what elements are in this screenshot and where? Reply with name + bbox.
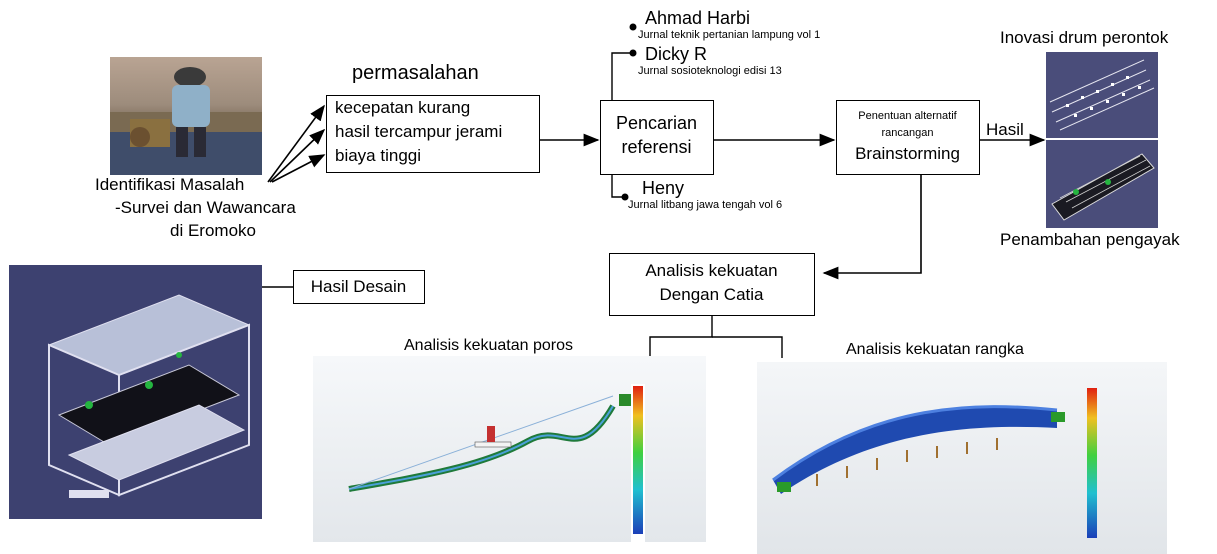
- ref-ahmad-source: Jurnal teknik pertanian lampung vol 1: [638, 29, 821, 41]
- identification-line-2: -Survei dan Wawancara: [115, 198, 296, 217]
- shaft-analysis-caption: Analisis kekuatan poros: [404, 337, 573, 354]
- problems-box: kecepatan kurang hasil tercampur jerami …: [326, 95, 540, 173]
- branch-ref-bottom: [611, 175, 624, 198]
- frame-analysis-caption: Analisis kekuatan rangka: [846, 341, 1024, 358]
- references-line-1: Pencarian: [615, 113, 698, 133]
- frame-stress-render: [757, 362, 1167, 554]
- problem-item-1: kecepatan kurang: [335, 98, 471, 117]
- result-bottom-caption: Penambahan pengayak: [1000, 230, 1180, 249]
- analysis-line-2: Dengan Catia: [659, 285, 764, 304]
- ref-ahmad-name: Ahmad Harbi: [645, 8, 751, 28]
- references-line-2: referensi: [621, 137, 692, 157]
- arrow-to-problem-3: [271, 154, 326, 183]
- branch-ref-top: [611, 52, 632, 100]
- design-cad-drawing: [47, 294, 251, 498]
- ref-dicky-source: Jurnal sosioteknologi edisi 13: [638, 65, 782, 77]
- identification-line-1: Identifikasi Masalah: [95, 175, 245, 194]
- shaft-stress-render: [313, 356, 706, 542]
- sieve-drawing: [1051, 153, 1155, 221]
- design-label: Hasil Desain: [310, 277, 407, 296]
- problem-item-3: biaya tinggi: [335, 146, 422, 165]
- alternatives-line-1: Penentuan alternatif: [858, 110, 957, 122]
- survey-photo-drawing: [110, 67, 262, 175]
- alternatives-box: Penentuan alternatif rancangan Brainstor…: [836, 100, 980, 175]
- alternatives-line-3: Brainstorming: [855, 144, 960, 163]
- arrow-to-problem-1: [267, 104, 325, 183]
- design-label-box: Hasil Desain: [293, 270, 425, 304]
- analysis-box: Analisis kekuatan Dengan Catia: [609, 253, 815, 316]
- design-cad-render: [9, 265, 262, 519]
- result-top-caption: Inovasi drum perontok: [1000, 28, 1169, 47]
- ref-heny-name: Heny: [642, 178, 685, 198]
- ref-dicky-name: Dicky R: [645, 44, 707, 64]
- identification-line-3: di Eromoko: [170, 221, 256, 240]
- alternatives-line-2: rancangan: [881, 127, 934, 139]
- branch-analysis-right: [712, 336, 783, 358]
- sieve-render: [1046, 140, 1158, 228]
- frame-stress-drawing: [772, 388, 1097, 538]
- arrow-to-analysis: [822, 175, 922, 280]
- references-box: Pencarian referensi: [600, 100, 714, 175]
- branch-analysis-left: [649, 316, 713, 356]
- ref-dot-ahmad: [629, 23, 637, 31]
- ref-dot-heny: [621, 193, 629, 201]
- problems-title: permasalahan: [352, 62, 479, 84]
- ref-heny-source: Jurnal litbang jawa tengah vol 6: [628, 199, 783, 211]
- ref-dot-dicky: [629, 49, 637, 57]
- analysis-line-1: Analisis kekuatan: [645, 261, 778, 280]
- drum-thresher-drawing: [1049, 59, 1155, 131]
- survey-photo: [110, 57, 262, 175]
- result-label: Hasil: [986, 120, 1024, 139]
- problem-item-2: hasil tercampur jerami: [335, 122, 503, 141]
- drum-thresher-render: [1046, 52, 1158, 138]
- arrow-to-problem-2: [269, 128, 326, 183]
- shaft-stress-drawing: [348, 384, 645, 542]
